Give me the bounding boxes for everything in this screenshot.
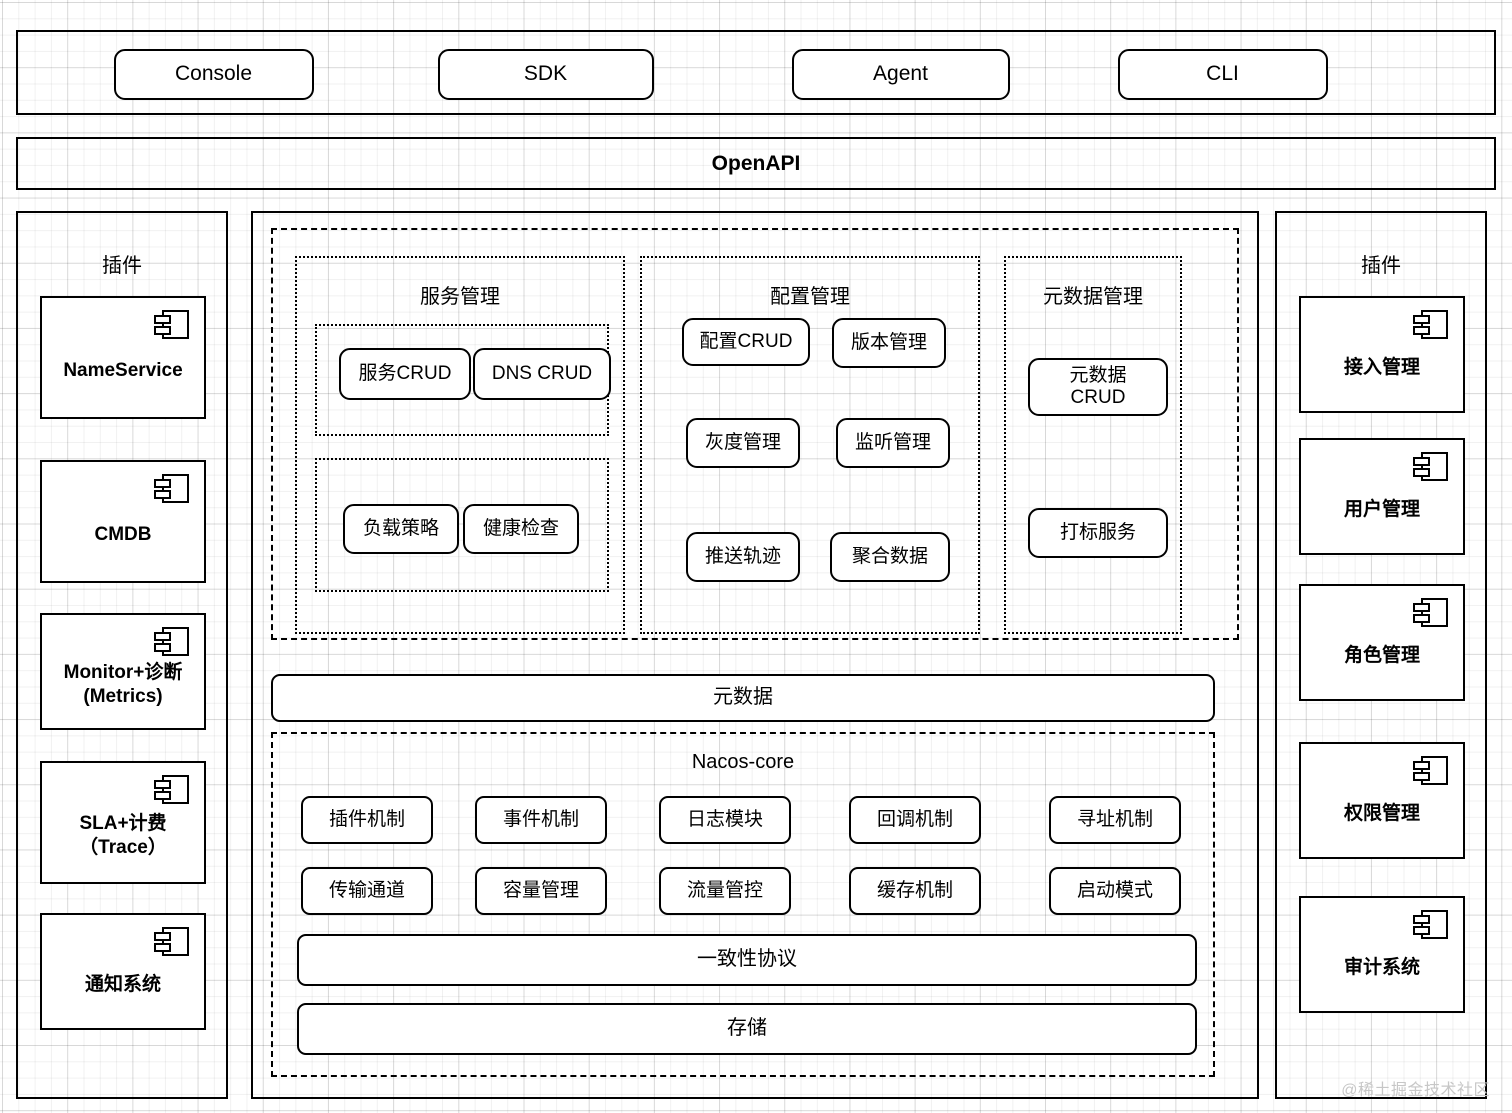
core-module-chip: 启动模式 (1049, 867, 1181, 915)
service-management-title: 服务管理 (420, 286, 500, 308)
config-chip: 聚合数据 (830, 532, 950, 582)
uml-component-icon (154, 927, 189, 956)
uml-component-icon (154, 310, 189, 339)
core-module-chip: 传输通道 (301, 867, 433, 915)
core-module-chip: 缓存机制 (849, 867, 981, 915)
config-management-section: 配置管理 配置CRUD 版本管理灰度管理监听管理推送轨迹聚合数据 (640, 256, 980, 634)
plugin-card-label: SLA+计费（Trace） (79, 813, 167, 858)
core-module-chip: 插件机制 (301, 796, 433, 844)
service-chip: 服务CRUD (339, 348, 471, 400)
client-chip-sdk: SDK (437, 49, 654, 100)
core-module-chip: 日志模块 (659, 796, 791, 844)
plugin-card: 用户管理 (1299, 438, 1465, 555)
plugin-card: SLA+计费（Trace） (40, 761, 206, 884)
openapi-label: OpenAPI (711, 151, 801, 175)
uml-component-icon (154, 474, 189, 503)
uml-component-icon (1413, 452, 1448, 481)
plugin-card-label: Monitor+诊断(Metrics) (63, 662, 183, 707)
uml-component-icon (154, 775, 189, 804)
plugin-card: 权限管理 (1299, 742, 1465, 859)
management-band (271, 228, 1239, 640)
metadata-management-title: 元数据管理 (1043, 286, 1143, 308)
uml-component-icon (1413, 910, 1448, 939)
right-plugin-column-title: 插件 (1361, 255, 1401, 277)
service-chip: 负载策略 (343, 504, 459, 554)
client-chip-agent: Agent (791, 49, 1010, 100)
core-module-chip: 容量管理 (475, 867, 607, 915)
nacos-core-section: Nacos-core 插件机制事件机制 日志模块 回调机制 寻址机制传输通道容量管理 流… (271, 732, 1215, 1077)
core-module-chip: 回调机制 (849, 796, 981, 844)
left-plugin-column-title: 插件 (102, 255, 142, 277)
config-chip: 配置CRUD (682, 318, 810, 366)
service-policy-group: 负载策略健康检查 (315, 458, 609, 592)
plugin-card: 角色管理 (1299, 584, 1465, 701)
metadata-chip: 打标服务 (1028, 508, 1168, 558)
config-chip: 监听管理 (836, 418, 950, 468)
uml-component-icon (154, 627, 189, 656)
plugin-card: 通知系统 (40, 913, 206, 1030)
plugin-card-label: 审计系统 (1343, 956, 1420, 978)
plugin-card-label: CMDB (94, 523, 152, 545)
plugin-card-label: 用户管理 (1343, 498, 1420, 520)
uml-component-icon (1413, 598, 1448, 627)
client-chip-console: Console (113, 49, 314, 100)
service-chip: DNS CRUD (473, 348, 611, 400)
nacos-main-panel (251, 211, 1259, 1099)
watermark: @稀土掘金技术社区 (1341, 1082, 1490, 1099)
client-chip-cli: CLI (1117, 49, 1328, 100)
config-management-title: 配置管理 (770, 286, 850, 308)
service-chip: 健康检查 (463, 504, 579, 554)
plugin-card-label: 接入管理 (1343, 356, 1420, 378)
uml-component-icon (1413, 756, 1448, 785)
plugin-card: 审计系统 (1299, 896, 1465, 1013)
config-chip: 版本管理 (832, 318, 946, 368)
core-module-chip: 流量管控 (659, 867, 791, 915)
plugin-card-label: 通知系统 (84, 973, 161, 995)
client-layer-container: Console SDK Agent CLI (16, 30, 1496, 115)
core-wide-row: 一致性协议 (297, 934, 1197, 986)
core-module-chip: 事件机制 (475, 796, 607, 844)
core-wide-row: 存储 (297, 1003, 1197, 1055)
plugin-card-label: NameService (63, 359, 183, 381)
plugin-card: NameService (40, 296, 206, 419)
plugin-card: CMDB (40, 460, 206, 583)
metadata-bar: 元数据 (271, 674, 1215, 722)
right-plugin-column: 插件 接入管理用户管理角色管理权限管理审计系统 (1275, 211, 1487, 1099)
uml-component-icon (1413, 310, 1448, 339)
config-chip: 灰度管理 (686, 418, 800, 468)
plugin-card-label: 角色管理 (1343, 644, 1420, 666)
plugin-card: 接入管理 (1299, 296, 1465, 413)
plugin-card: Monitor+诊断(Metrics) (40, 613, 206, 730)
plugin-card-label: 权限管理 (1343, 802, 1420, 824)
openapi-layer-container: OpenAPI (16, 137, 1496, 190)
core-module-chip: 寻址机制 (1049, 796, 1181, 844)
config-chip: 推送轨迹 (686, 532, 800, 582)
nacos-core-title: Nacos-core (691, 751, 795, 773)
